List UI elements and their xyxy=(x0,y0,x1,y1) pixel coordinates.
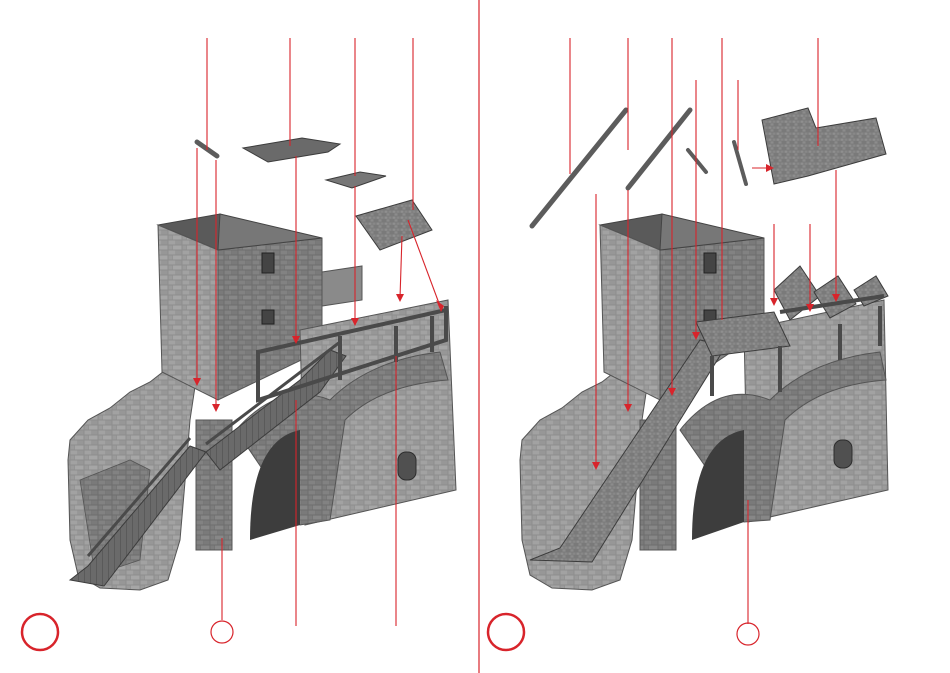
callout-circle-right xyxy=(737,623,759,645)
callout-circle-left xyxy=(211,621,233,643)
part-small-post xyxy=(734,142,746,184)
tower-window-lower xyxy=(262,310,274,324)
step-circle-left xyxy=(22,614,58,650)
part-corrugated-roof xyxy=(356,200,432,250)
step-circle-right xyxy=(488,614,524,650)
tower-window-upper-right xyxy=(704,253,716,273)
part-medium-beam xyxy=(628,110,690,188)
part-small-roof-panel xyxy=(326,172,386,188)
tower xyxy=(158,214,322,400)
exploded-parts-right xyxy=(532,108,886,226)
right-panel xyxy=(488,38,888,650)
part-long-beam xyxy=(532,110,626,226)
arched-door-right xyxy=(834,440,852,468)
arched-door xyxy=(398,452,416,480)
part-l-shaped-roof xyxy=(762,108,886,184)
tower-window-upper xyxy=(262,253,274,273)
left-panel xyxy=(22,38,456,650)
part-short-slanted-beam xyxy=(688,150,706,172)
part-roof-panel xyxy=(243,138,340,162)
